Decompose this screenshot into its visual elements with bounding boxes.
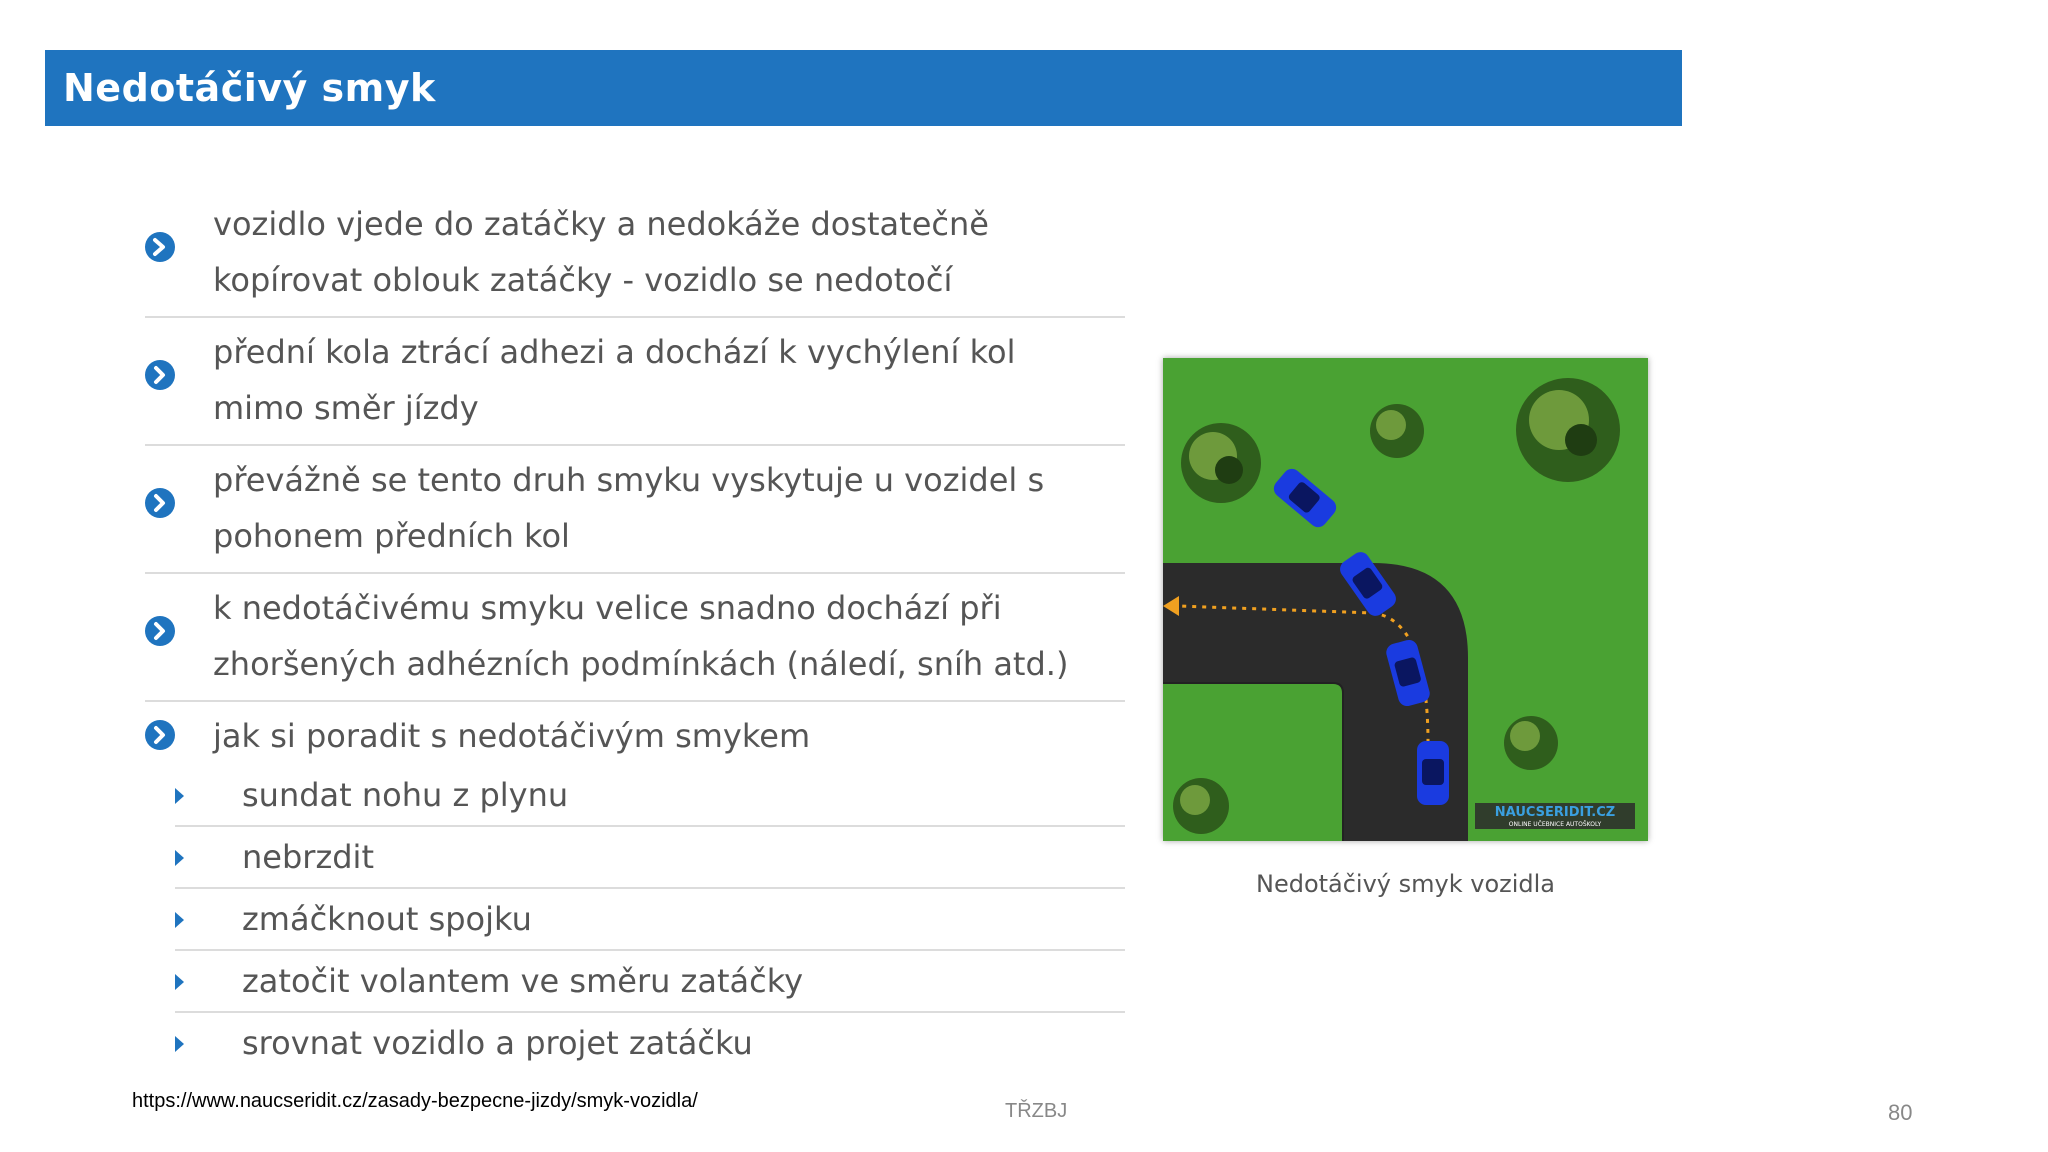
bullet-text-line: k nedotáčivému smyku velice snadno dochá…	[213, 589, 1002, 627]
illustration-svg: NAUCSERIDIT.CZ ONLINE UČEBNICE AUTOŠKOLY	[1163, 358, 1648, 841]
bullet-text-line: vozidlo vjede do zatáčky a nedokáže dost…	[213, 205, 989, 243]
bullet-text-line: převážně se tento druh smyku vyskytuje u…	[213, 461, 1045, 499]
bullet-list: vozidlo vjede do zatáčky a nedokáže dost…	[145, 190, 1125, 772]
title-banner: Nedotáčivý smyk	[45, 50, 1682, 126]
sub-bullet-text: sundat nohu z plynu	[242, 776, 569, 814]
bullet-text-line: mimo směr jízdy	[213, 389, 479, 427]
bullet-item: jak si poradit s nedotáčivým smykem	[145, 702, 1125, 772]
sub-bullet-item: sundat nohu z plynu	[175, 765, 1125, 827]
sub-bullet-list: sundat nohu z plynu nebrzdit zmáčknout s…	[175, 765, 1125, 1073]
sub-bullet-text: zatočit volantem ve směru zatáčky	[242, 962, 804, 1000]
chevron-circle-icon	[145, 360, 175, 390]
chevron-circle-icon	[145, 616, 175, 646]
figure-caption: Nedotáčivý smyk vozidla	[1255, 870, 1556, 898]
bullet-text-line: zhoršených adhézních podmínkách (náledí,…	[213, 645, 1069, 683]
triangle-bullet-icon	[175, 788, 184, 804]
triangle-bullet-icon	[175, 1036, 184, 1052]
sub-bullet-text: nebrzdit	[242, 838, 374, 876]
tree-icon	[1173, 778, 1229, 834]
triangle-bullet-icon	[175, 850, 184, 866]
triangle-bullet-icon	[175, 974, 184, 990]
tree-icon	[1181, 423, 1261, 503]
footer-label: TŘZBJ	[1005, 1100, 1068, 1122]
car-icon	[1340, 552, 1396, 616]
sub-bullet-text: srovnat vozidlo a projet zatáčku	[242, 1024, 753, 1062]
arrow-icon	[1163, 596, 1179, 616]
bullet-item: přední kola ztrácí adhezi a dochází k vy…	[145, 318, 1125, 446]
svg-text:ONLINE UČEBNICE AUTOŠKOLY: ONLINE UČEBNICE AUTOŠKOLY	[1509, 821, 1602, 828]
sub-bullet-text: zmáčknout spojku	[242, 900, 532, 938]
sub-bullet-item: zatočit volantem ve směru zatáčky	[175, 951, 1125, 1013]
bullet-text-line: pohonem předních kol	[213, 517, 570, 555]
understeer-illustration: NAUCSERIDIT.CZ ONLINE UČEBNICE AUTOŠKOLY	[1163, 358, 1648, 841]
tree-icon	[1504, 716, 1558, 770]
car-icon	[1417, 741, 1449, 805]
sub-bullet-item: srovnat vozidlo a projet zatáčku	[175, 1013, 1125, 1073]
tree-icon	[1370, 404, 1424, 458]
triangle-bullet-icon	[175, 912, 184, 928]
bullet-item: vozidlo vjede do zatáčky a nedokáže dost…	[145, 190, 1125, 318]
car-icon	[1273, 468, 1337, 528]
source-url: https://www.naucseridit.cz/zasady-bezpec…	[132, 1090, 698, 1112]
sub-bullet-item: nebrzdit	[175, 827, 1125, 889]
tree-icon	[1516, 378, 1620, 482]
watermark-logo: NAUCSERIDIT.CZ ONLINE UČEBNICE AUTOŠKOLY	[1475, 803, 1635, 829]
bullet-text-line: přední kola ztrácí adhezi a dochází k vy…	[213, 333, 1016, 371]
chevron-circle-icon	[145, 720, 175, 750]
sub-bullet-item: zmáčknout spojku	[175, 889, 1125, 951]
bullet-text-line: jak si poradit s nedotáčivým smykem	[213, 717, 811, 755]
car-icon	[1386, 639, 1430, 707]
page-number: 80	[1888, 1100, 1913, 1125]
chevron-circle-icon	[145, 488, 175, 518]
bullet-item: převážně se tento druh smyku vyskytuje u…	[145, 446, 1125, 574]
chevron-circle-icon	[145, 232, 175, 262]
slide-title: Nedotáčivý smyk	[63, 66, 436, 110]
svg-text:NAUCSERIDIT.CZ: NAUCSERIDIT.CZ	[1495, 805, 1615, 820]
bullet-item: k nedotáčivému smyku velice snadno dochá…	[145, 574, 1125, 702]
bullet-text-line: kopírovat oblouk zatáčky - vozidlo se ne…	[213, 261, 953, 299]
